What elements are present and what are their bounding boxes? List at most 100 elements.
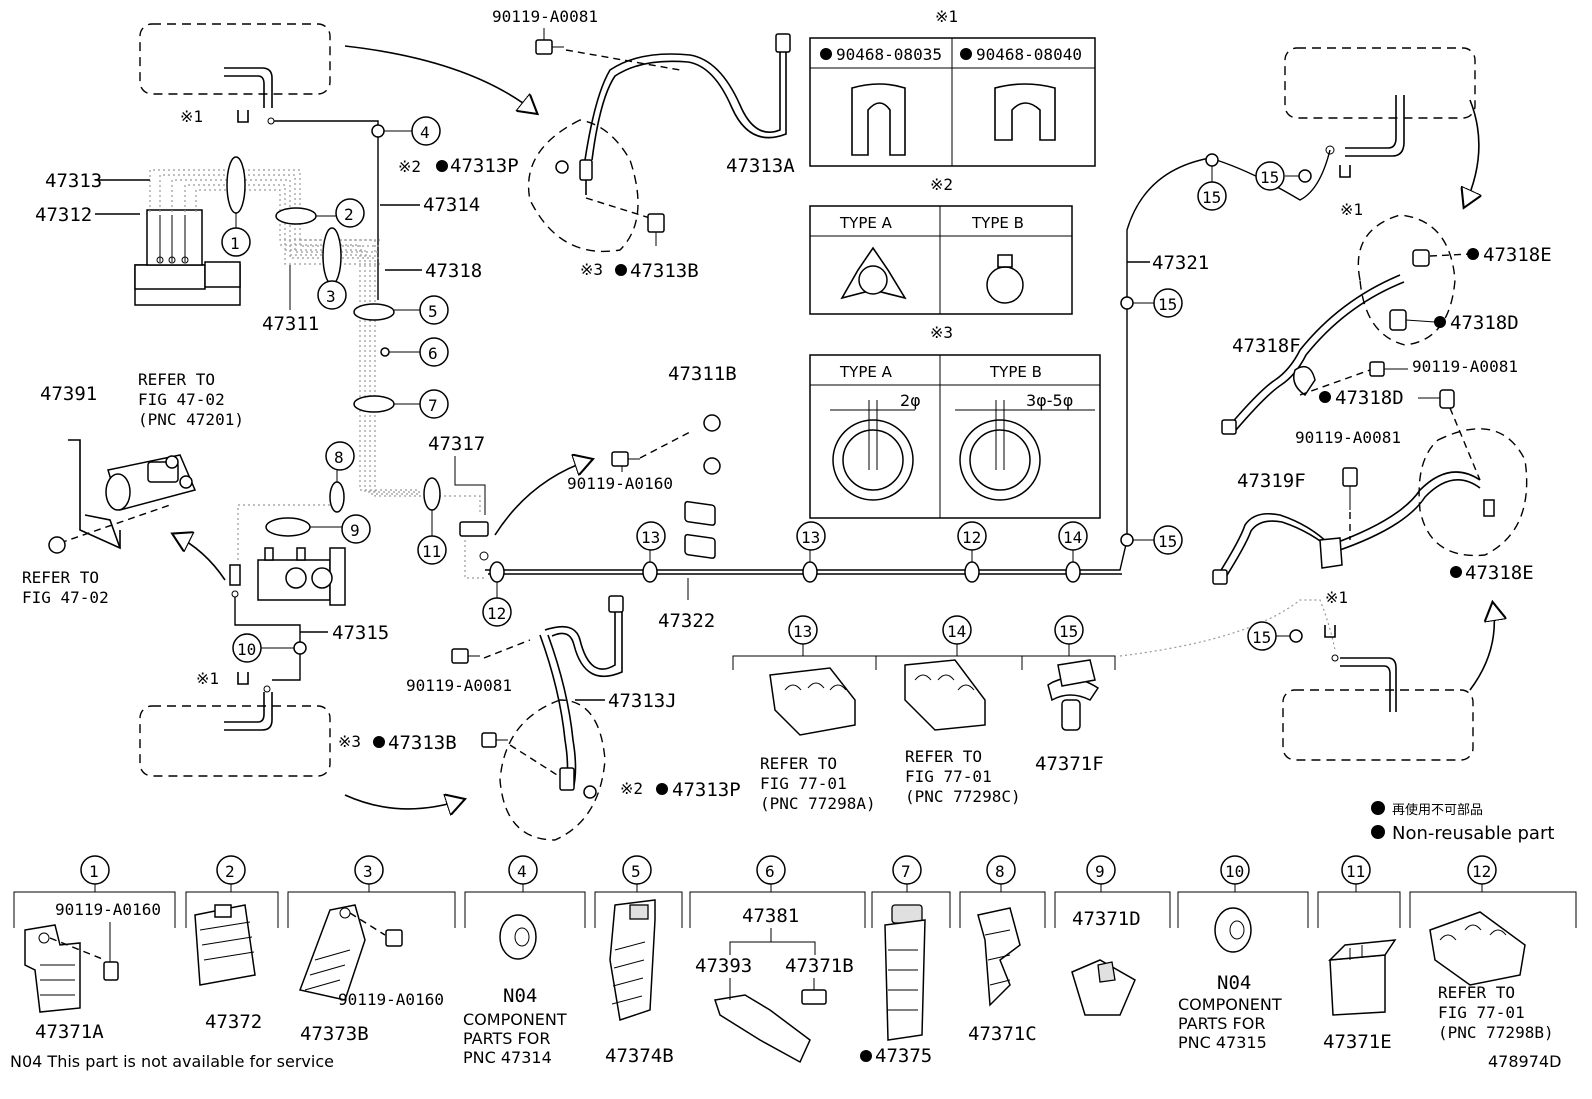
pnc-77298C: (PNC 77298C) [905,787,1021,806]
label-47393: 47393 [695,955,752,977]
callout-3[interactable]: 3 [317,280,347,310]
n04-a: N04 [503,985,537,1007]
dia-3-5-label: 3φ-5φ [1026,391,1073,410]
callout-1-detail[interactable]: 1 [80,855,110,885]
label-47371C: 47371C [968,1023,1037,1045]
clip-12-detail [1429,911,1526,986]
note-1-bottom-right: ※1 [1325,588,1348,607]
svg-text:5: 5 [428,302,438,321]
svg-text:13: 13 [793,622,812,641]
callout-12-detail[interactable]: 12 [1467,855,1497,885]
label-47314: 47314 [423,194,480,216]
svg-text:10: 10 [237,640,256,659]
callout-2-detail[interactable]: 2 [216,855,246,885]
bolt-icon-right [1369,361,1408,377]
svg-text:14: 14 [1063,528,1082,547]
pnc-77298B: (PNC 77298B) [1438,1023,1554,1042]
callout-15e[interactable]: 15 [1247,621,1277,651]
svg-text:8: 8 [995,862,1005,881]
component-a: COMPONENT [463,1010,567,1029]
callout-13-detail[interactable]: 13 [788,615,818,645]
callout-8[interactable]: 8 [325,441,355,471]
callout-10-detail[interactable]: 10 [1220,855,1250,885]
label-90119-a0081-right2: 90119-A0081 [1295,428,1401,447]
bolt-icon-47313B [481,732,508,748]
callout-15c[interactable]: 15 [1197,181,1227,211]
callout-15a[interactable]: 15 [1153,288,1183,318]
label-47318F: 47318F [1232,335,1301,357]
note-2-lower: ※2 [620,779,643,798]
callout-12[interactable]: 12 [482,597,512,627]
svg-text:10: 10 [1225,862,1244,881]
label-47312: 47312 [35,204,92,226]
label-47371F: 47371F [1035,753,1104,775]
note-1-header: ※1 [935,7,958,26]
svg-text:12: 12 [487,604,506,623]
callout-4[interactable]: 4 [411,116,441,146]
svg-text:3: 3 [326,287,336,306]
note-3-lower: ※3 [338,732,361,751]
nut-icon [48,536,66,554]
callout-15-detail[interactable]: 15 [1054,615,1084,645]
callout-5-detail[interactable]: 5 [622,855,652,885]
callout-15d[interactable]: 15 [1255,161,1285,191]
label-47318: 47318 [425,260,482,282]
callout-5[interactable]: 5 [419,295,449,325]
label-47313P-lower: 47313P [672,779,741,801]
callout-4-detail[interactable]: 4 [508,855,538,885]
callout-14-detail[interactable]: 14 [942,615,972,645]
callout-13b[interactable]: 13 [796,521,826,551]
callout-10[interactable]: 10 [232,633,262,663]
bracket-47393 [714,978,827,1064]
clip-13 [769,667,856,736]
callout-11-detail[interactable]: 11 [1341,855,1371,885]
note-1-right: ※1 [1340,200,1363,219]
label-47313B-top: 47313B [630,260,699,282]
svg-text:7: 7 [428,396,438,415]
label-47313A: 47313A [726,155,795,177]
clip-47375 [884,904,926,1041]
note-2-box [809,205,1073,315]
callout-3-detail[interactable]: 3 [354,855,384,885]
bolt-icon-d1 [103,961,119,981]
label-90119-a0081-right: 90119-A0081 [1412,357,1518,376]
callout-7-detail[interactable]: 7 [892,855,922,885]
callout-13[interactable]: 13 [636,521,666,551]
footnote: N04 This part is not available for servi… [10,1052,334,1071]
label-47381: 47381 [742,905,799,927]
note-1-lower: ※1 [196,669,219,688]
callout-9[interactable]: 9 [341,514,371,544]
grommet-n04-a [499,914,537,960]
type-b-label-1: TYPE B [971,214,1024,232]
callout-6[interactable]: 6 [419,337,449,367]
callout-8-detail[interactable]: 8 [986,855,1016,885]
clip-47373B [298,904,366,1001]
refer-to-14: REFER TO [905,747,982,766]
fig-47-02-1: FIG 47-02 [138,390,225,409]
svg-text:2: 2 [344,205,354,224]
callout-11[interactable]: 11 [417,535,447,565]
callout-7[interactable]: 7 [419,389,449,419]
callout-15b[interactable]: 15 [1153,525,1183,555]
clip-icon-right [1339,165,1351,178]
callout-6-detail[interactable]: 6 [756,855,786,885]
label-47375: 47375 [875,1045,932,1067]
label-47313J: 47313J [608,690,677,712]
clip-47374B [609,899,656,1021]
svg-text:12: 12 [1472,862,1491,881]
svg-text:11: 11 [422,542,441,561]
clip-47371C [977,907,1021,1007]
callout-1[interactable]: 1 [221,227,251,257]
callout-14[interactable]: 14 [1058,521,1088,551]
svg-text:1: 1 [230,234,240,253]
callout-9-detail[interactable]: 9 [1086,855,1116,885]
label-47321: 47321 [1152,252,1209,274]
callout-2[interactable]: 2 [335,198,365,228]
label-47313B-lower: 47313B [388,732,457,754]
label-47313: 47313 [45,170,102,192]
callout-12b[interactable]: 12 [957,521,987,551]
label-47319F: 47319F [1237,470,1306,492]
note-3-header: ※3 [930,323,953,342]
legend-cn: 再使用不可部品 [1392,802,1483,818]
svg-text:11: 11 [1346,862,1365,881]
